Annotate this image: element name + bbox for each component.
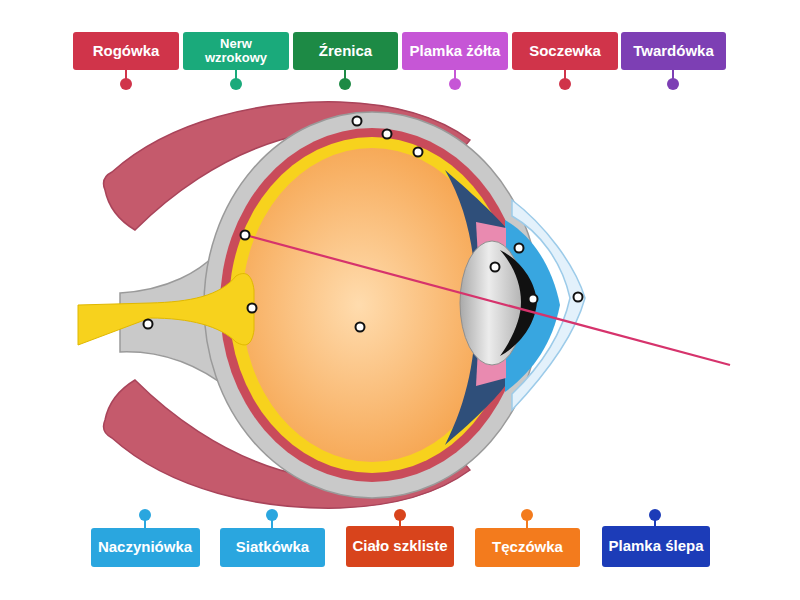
light-ray [245, 235, 730, 365]
pin [139, 509, 151, 521]
label-tile: Plamka żółta [402, 32, 508, 70]
label-tile: Tęczówka [475, 528, 580, 567]
cornea [512, 200, 585, 410]
label-text: Siatkówka [236, 539, 309, 556]
drop-dot [353, 117, 362, 126]
pin [649, 509, 661, 521]
pin [559, 78, 571, 90]
pin [339, 78, 351, 90]
label-text: Rogówka [93, 43, 160, 60]
drop-dot [529, 295, 538, 304]
drop-dot [248, 304, 257, 313]
choroid [220, 128, 524, 482]
label-text: Plamka ślepa [608, 538, 703, 555]
label-tile: Twardówka [621, 32, 726, 70]
label-text: Plamka żółta [410, 43, 501, 60]
label-tile: Rogówka [73, 32, 179, 70]
optic-nerve [78, 274, 254, 345]
drop-dot [144, 320, 153, 329]
label-tile: Ciało szkliste [346, 526, 454, 567]
pin [449, 78, 461, 90]
drop-dot [574, 293, 583, 302]
pin [120, 78, 132, 90]
label-text: Źrenica [319, 43, 372, 60]
drop-dot [491, 263, 500, 272]
label-text: Nerw wzrokowy [197, 37, 275, 66]
drop-dots [144, 117, 583, 332]
drop-dot [241, 231, 250, 240]
lens [460, 241, 524, 365]
pupil [500, 250, 537, 356]
label-tile: Naczyniówka [91, 528, 200, 567]
label-tile: Soczewka [512, 32, 618, 70]
label-tile: Źrenica [293, 32, 398, 70]
pin [521, 509, 533, 521]
label-text: Ciało szkliste [352, 538, 447, 555]
drop-dot [414, 148, 423, 157]
pin [230, 78, 242, 90]
pin [394, 509, 406, 521]
pin [266, 509, 278, 521]
drop-dot [515, 244, 524, 253]
sclera [204, 112, 540, 498]
drop-dot [383, 130, 392, 139]
label-tile: Siatkówka [220, 528, 325, 567]
label-text: Twardówka [633, 43, 714, 60]
drop-dot [356, 323, 365, 332]
pin [667, 78, 679, 90]
label-tile: Plamka ślepa [602, 526, 710, 567]
label-text: Soczewka [529, 43, 601, 60]
label-tile: Nerw wzrokowy [183, 32, 289, 70]
label-text: Tęczówka [492, 539, 563, 556]
label-text: Naczyniówka [98, 539, 192, 556]
